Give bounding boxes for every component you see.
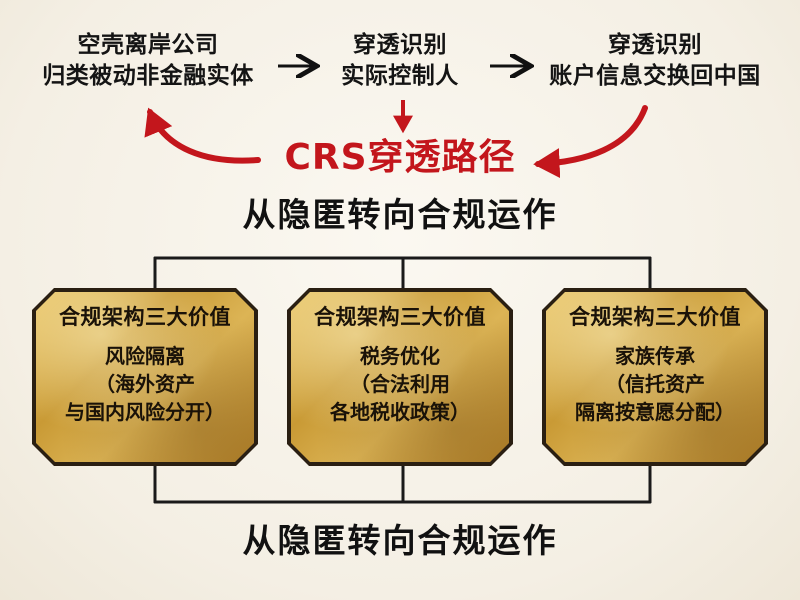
step2-line2: 实际控制人 [341,63,459,89]
step3-line2: 账户信息交换回中国 [549,63,761,89]
card-line: 家族传承 [615,344,695,368]
card-plate [291,292,509,462]
bottom-bracket [153,462,652,504]
card-title: 合规架构三大价值 [314,305,486,329]
card-content: 合规架构三大价值 税务优化 （合法利用 各地税收政策） [295,302,505,426]
heading-top: 从隐匿转向合规运作 [242,195,558,234]
card-line: （合法利用 [350,372,450,396]
flow-step-info-exchange: 穿透识别 账户信息交换回中国 [520,30,790,92]
crs-path-title: CRS穿透路径 [284,137,516,178]
card-line: 隔离按意愿分配） [575,400,735,424]
flow-step-identify-controller: 穿透识别 实际控制人 [300,30,500,92]
card-line: （信托资产 [605,372,705,396]
flow-step-offshore-company: 空壳离岸公司 归类被动非金融实体 [18,30,278,92]
card-title: 合规架构三大价值 [569,305,741,329]
heading-bottom: 从隐匿转向合规运作 [242,521,558,560]
value-card-family-succession: 合规架构三大价值 家族传承 （信托资产 隔离按意愿分配） [542,288,768,466]
top-bracket [153,256,652,292]
step1-line2: 归类被动非金融实体 [42,63,254,89]
step2-line1: 穿透识别 [353,32,447,58]
card-content: 合规架构三大价值 家族传承 （信托资产 隔离按意愿分配） [550,302,760,426]
value-card-risk-isolation: 合规架构三大价值 风险隔离 （海外资产 与国内风险分开） [32,288,258,466]
card-plate [546,292,764,462]
step3-line1: 穿透识别 [608,32,702,58]
arrow-crs-to-step1 [144,107,261,164]
step1-line1: 空壳离岸公司 [77,32,219,58]
card-title: 合规架构三大价值 [59,305,231,329]
card-plate [36,292,254,462]
card-line: 与国内风险分开） [65,400,225,424]
card-line: 各地税收政策） [330,400,470,424]
card-content: 合规架构三大价值 风险隔离 （海外资产 与国内风险分开） [40,302,250,426]
card-line: （海外资产 [95,372,195,396]
arrow-step3-to-crs [533,105,648,179]
card-line: 风险隔离 [105,344,185,368]
card-line: 税务优化 [360,344,440,368]
value-card-tax-optimization: 合规架构三大价值 税务优化 （合法利用 各地税收政策） [287,288,513,466]
